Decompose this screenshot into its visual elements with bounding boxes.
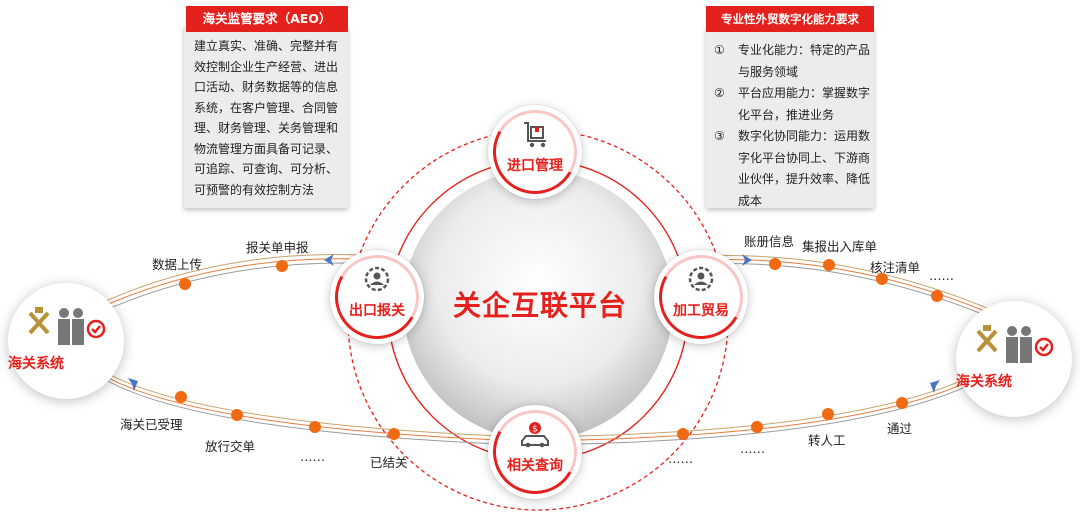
aeo-requirements-title: 海关监管要求（AEO） [186,6,348,32]
capability-item: ③ 数字化协同能力：运用数字化平台协同上、下游商业伙伴，提升效率、降低成本 [714,126,872,212]
capability-text: 平台应用能力：掌握数字化平台，推进业务 [738,86,871,122]
capability-number: ② [714,86,725,100]
step-more-lower-right-2: …… [740,441,765,456]
arrow-left-upper [324,254,334,266]
digital-capability-box: ① 专业化能力：特定的产品与服务领域 ② 平台应用能力：掌握数字化平台，推进业务… [706,26,874,208]
flow-dot [769,258,781,270]
customs-system-left[interactable]: 海关系统 [8,283,124,399]
digital-capability-list: ① 专业化能力：特定的产品与服务领域 ② 平台应用能力：掌握数字化平台，推进业务… [714,40,872,212]
import-management-node[interactable]: 进口管理 [483,100,587,204]
step-more-upper-right: …… [929,268,954,283]
capability-number: ① [714,43,725,57]
step-release-delivery: 放行交单 [205,439,256,454]
aeo-requirements-text: 建立真实、准确、完整并有效控制企业生产经营、进出口活动、财务数据等的信息系统，在… [194,39,339,197]
flow-dot [231,409,243,421]
flow-dot [276,260,288,272]
processing-trade-node[interactable]: 加工贸易 [649,245,753,349]
flow-dot [751,421,763,433]
flow-dot [931,290,943,302]
capability-text: 专业化能力：特定的产品与服务领域 [738,43,871,79]
arrow-left-lower [128,378,138,391]
capability-text: 数字化协同能力：运用数字化平台协同上、下游商业伙伴，提升效率、降低成本 [738,129,871,208]
capability-item: ② 平台应用能力：掌握数字化平台，推进业务 [714,83,872,126]
flow-dot [175,391,187,403]
processing-trade-label: 加工贸易 [673,303,729,319]
customs-system-left-label: 海关系统 [8,356,64,372]
cart-box-icon [524,122,546,148]
car-money-icon: $ [521,422,549,448]
capability-number: ③ [714,129,725,143]
platform-title: 关企互联平台 [452,289,627,322]
flow-dot [876,273,888,285]
arrow-right-lower [930,380,940,393]
customs-officers-icon [976,325,1054,363]
gear-user-icon [364,266,390,292]
step-batch-inout-slip: 集报出入库单 [802,239,878,254]
step-data-upload: 数据上传 [152,257,203,272]
digital-capability-title: 专业性外贸数字化能力要求 [706,6,874,32]
step-more-lower-right-1: …… [668,451,693,466]
step-manual-review: 转人工 [808,433,846,448]
customs-officers-icon [28,307,106,345]
export-declaration-label: 出口报关 [349,303,405,319]
step-more-lower-left: …… [300,449,325,464]
flow-dot [179,278,191,290]
capability-item: ① 专业化能力：特定的产品与服务领域 [714,40,872,83]
platform-sphere [403,170,673,440]
flow-dot [896,397,908,409]
step-verification-list: 核注清单 [870,260,921,275]
export-declaration-node[interactable]: 出口报关 [325,245,429,349]
step-declaration-submit: 报关单申报 [246,240,309,255]
step-account-info: 账册信息 [744,234,795,249]
flow-arrows [128,254,940,393]
flow-dot [309,421,321,433]
import-management-label: 进口管理 [507,158,563,174]
flow-dot [822,408,834,420]
step-customs-accepted: 海关已受理 [120,417,183,432]
related-query-node[interactable]: $ 相关查询 [483,400,587,504]
customs-system-right[interactable]: 海关系统 [956,301,1072,417]
flow-dots [175,258,943,440]
step-cleared: 已结关 [370,455,408,470]
gear-user-icon [688,266,714,292]
flow-dot [677,428,689,440]
arrow-right-upper [742,254,752,266]
aeo-requirements-box: 建立真实、准确、完整并有效控制企业生产经营、进出口活动、财务数据等的信息系统，在… [184,26,348,208]
step-approved: 通过 [887,421,913,436]
customs-system-right-label: 海关系统 [956,374,1012,390]
svg-text:$: $ [532,425,538,435]
related-query-label: 相关查询 [507,458,563,474]
flow-dot [823,259,835,271]
flow-dot [388,428,400,440]
